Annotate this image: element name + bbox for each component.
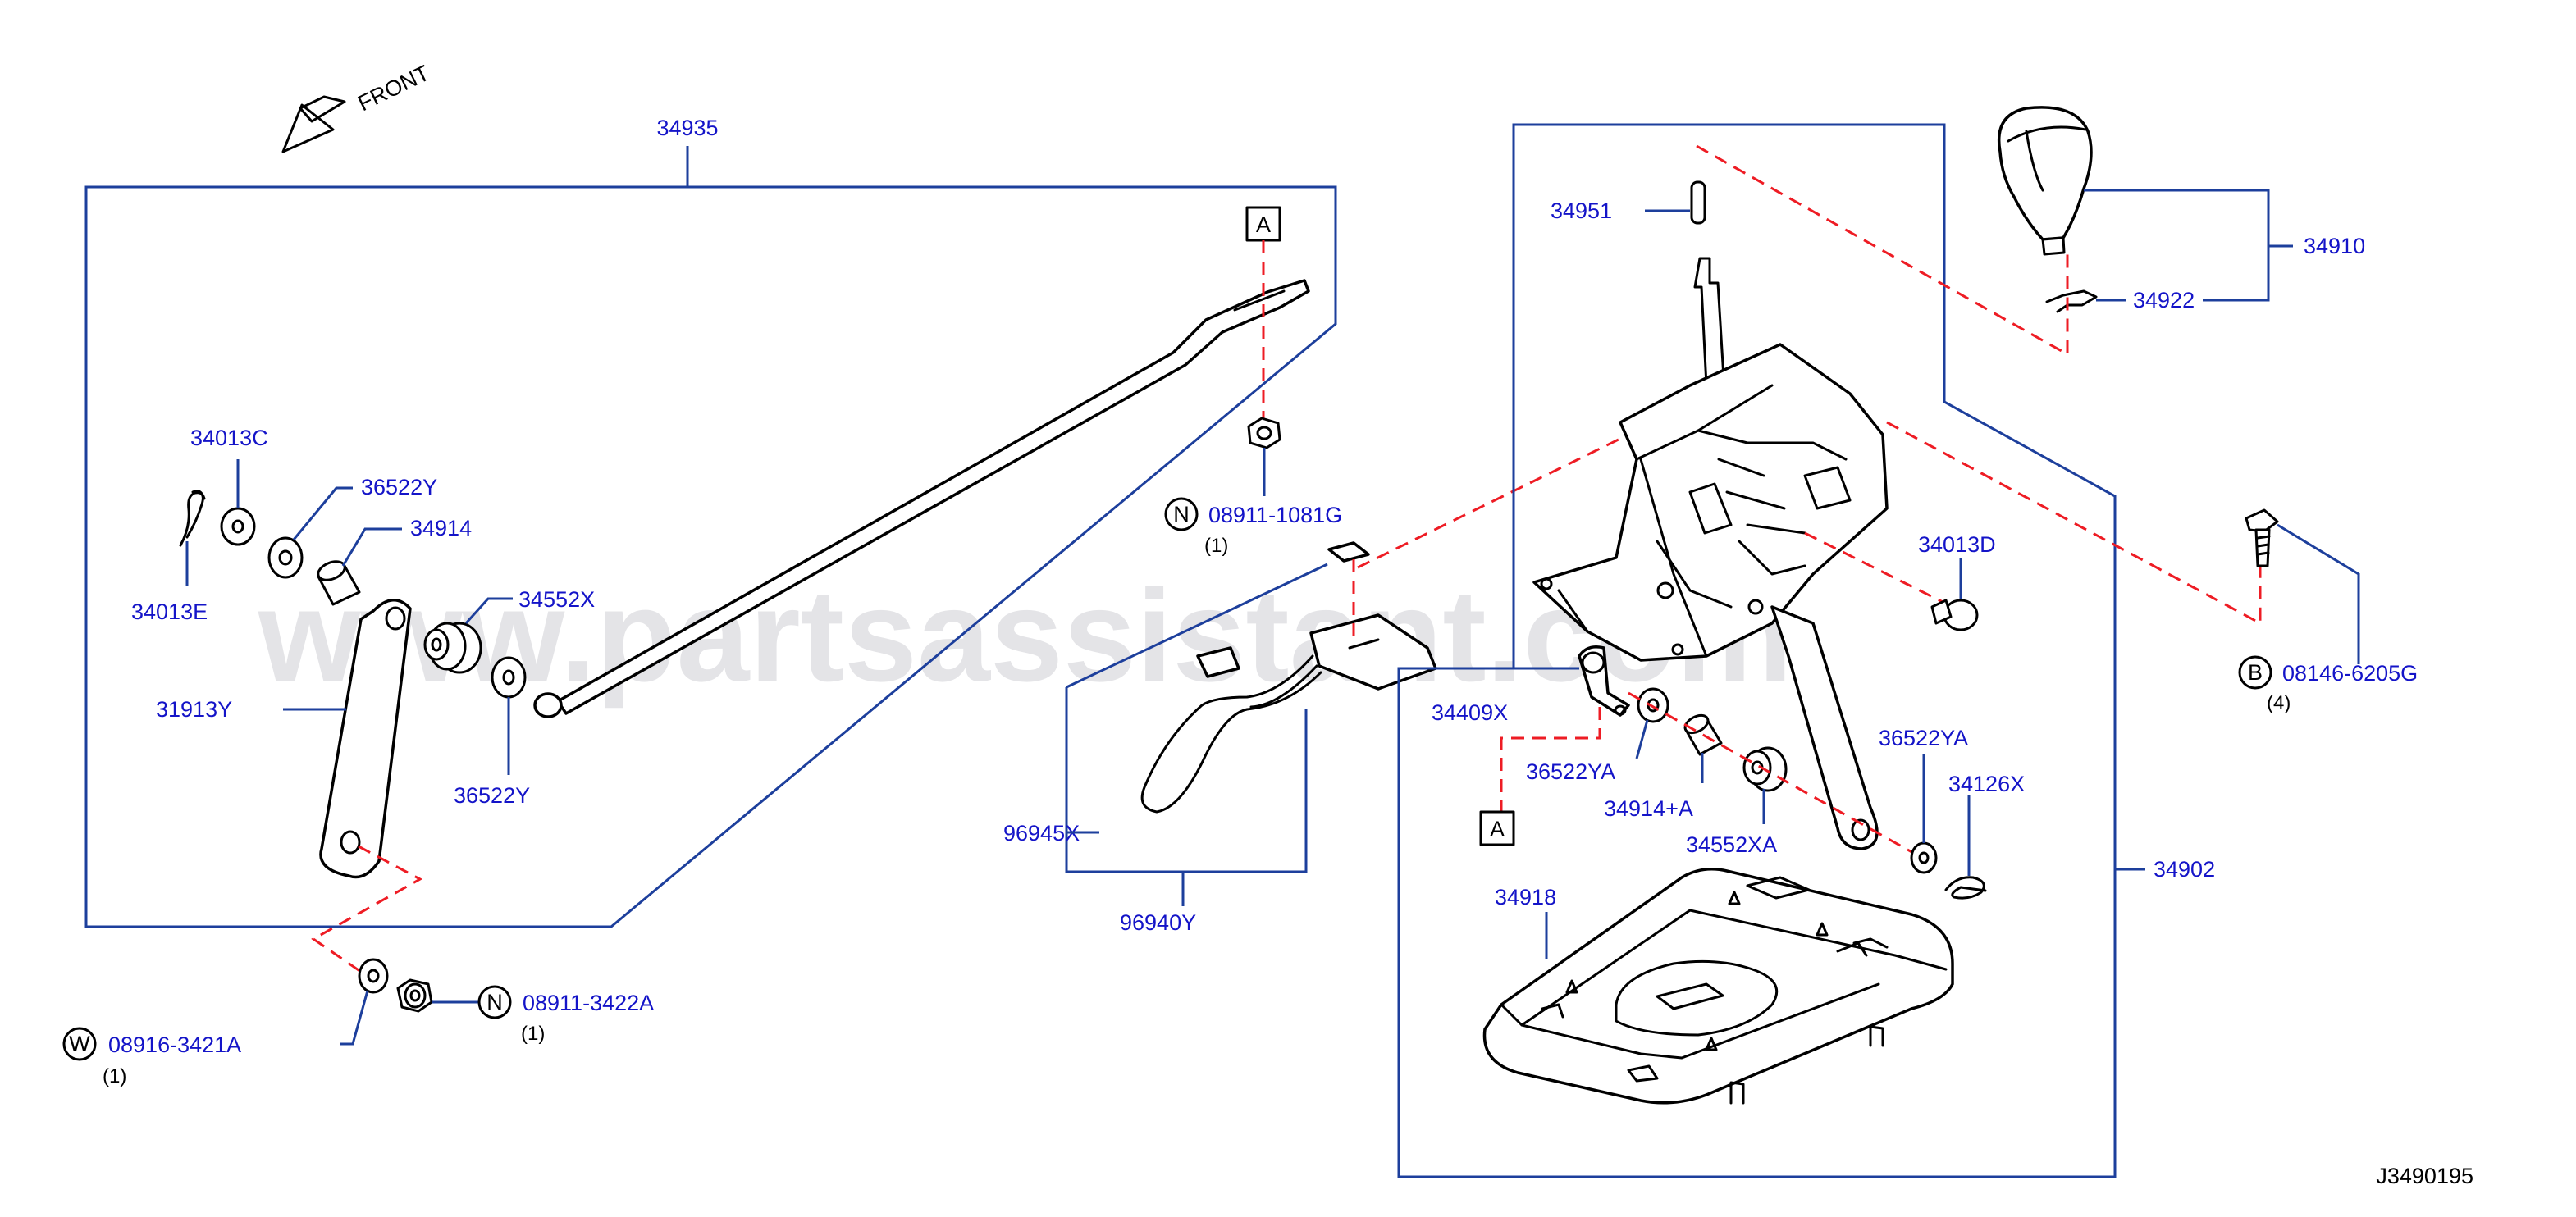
label-36522YA-b: 36522YA xyxy=(1879,726,1968,750)
dashed-link-grommet xyxy=(1804,531,1945,604)
label-34935: 34935 xyxy=(656,116,718,140)
qty-08911-3422A: (1) xyxy=(521,1023,545,1045)
label-34914: 34914 xyxy=(410,516,472,540)
label-08146-6205G: 08146-6205G xyxy=(2282,661,2418,686)
box-34935 xyxy=(84,146,1337,928)
dashed-link-bolt xyxy=(1886,421,2262,626)
prefix-circle-n1 xyxy=(1164,497,1199,531)
shift-knob-34910 xyxy=(1998,106,2093,256)
collar-34914A xyxy=(1683,713,1723,756)
label-34914A: 34914+A xyxy=(1604,796,1693,821)
bushing-34552XA xyxy=(1742,746,1788,792)
qty-08911-1081G: (1) xyxy=(1204,535,1228,557)
front-label: FRONT xyxy=(354,61,433,116)
bracket-34910 xyxy=(2084,189,2293,302)
label-34902: 34902 xyxy=(2154,857,2215,882)
bushing-34552X xyxy=(423,622,482,674)
label-34910: 34910 xyxy=(2304,234,2365,258)
dashed-link-bushings xyxy=(1628,691,1929,863)
bracket-34409X xyxy=(1578,645,1630,717)
dashed-link-lever xyxy=(311,845,423,973)
label-34013C: 34013C xyxy=(190,426,268,450)
label-08911-1081G: 08911-1081G xyxy=(1208,503,1342,527)
washer-36522Y-b xyxy=(491,656,527,699)
grommet-34013D xyxy=(1930,599,1979,631)
box-96940Y xyxy=(1065,563,1328,906)
label-34409X: 34409X xyxy=(1432,700,1508,725)
label-34552X: 34552X xyxy=(518,587,595,612)
leader-08146-6205G xyxy=(2277,523,2360,664)
leader-36522Y-a xyxy=(292,486,353,540)
label-34918: 34918 xyxy=(1495,885,1556,909)
label-36522Y-b: 36522Y xyxy=(454,783,530,808)
prefix-n1: N xyxy=(1173,502,1190,526)
label-34951: 34951 xyxy=(1551,198,1612,223)
qty-08916-3421A: (1) xyxy=(103,1065,126,1087)
box-34902 xyxy=(1397,123,2145,1178)
nut-08911-1081G xyxy=(1247,417,1281,449)
base-cover-34918 xyxy=(1482,868,1954,1105)
label-34013E: 34013E xyxy=(131,599,208,624)
leader-08916-3421A xyxy=(340,990,369,1046)
ref-marker-a-top: A xyxy=(1256,212,1271,237)
washer-36522YA-b xyxy=(1910,841,1938,874)
prefix-circle-b1 xyxy=(2238,655,2272,690)
dashed-link-pin-knob xyxy=(1696,144,2069,357)
reference-code: J3490195 xyxy=(2376,1164,2473,1188)
nut-08911-3422A xyxy=(396,978,433,1013)
clip-34126X xyxy=(1944,876,1987,900)
washer-08916-3421A xyxy=(358,958,389,994)
ref-marker-a-bottom-box xyxy=(1479,810,1515,846)
prefix-circle-w1 xyxy=(62,1027,97,1061)
label-34922: 34922 xyxy=(2133,288,2195,312)
bolt-08146-6205G xyxy=(2245,508,2279,567)
label-96940Y: 96940Y xyxy=(1120,910,1196,935)
label-34552XA: 34552XA xyxy=(1686,832,1777,857)
leader-34914 xyxy=(341,527,402,567)
prefix-b1: B xyxy=(2248,660,2263,685)
clip-34922 xyxy=(2045,289,2098,313)
lever-31913Y xyxy=(319,599,412,879)
label-08916-3421A: 08916-3421A xyxy=(108,1032,241,1057)
leader-36522YA-a xyxy=(1635,719,1649,759)
label-34013D: 34013D xyxy=(1918,532,1996,557)
shifter-assembly xyxy=(1532,257,1889,850)
pin-34951 xyxy=(1690,180,1706,225)
prefix-n2: N xyxy=(486,990,503,1014)
dashed-link-harness xyxy=(1352,433,1629,640)
clip-34013E xyxy=(179,490,206,547)
washer-36522YA-a xyxy=(1637,687,1669,723)
label-36522Y-a: 36522Y xyxy=(361,475,437,499)
ref-marker-a-bottom: A xyxy=(1490,817,1505,841)
label-31913Y: 31913Y xyxy=(156,697,232,722)
label-08911-3422A: 08911-3422A xyxy=(523,991,654,1015)
qty-08146-6205G: (4) xyxy=(2267,692,2291,714)
prefix-w1: W xyxy=(69,1032,90,1056)
leader-34552X xyxy=(464,597,513,625)
label-34126X: 34126X xyxy=(1948,772,2025,796)
washer-34013C xyxy=(220,507,256,546)
control-rod xyxy=(533,279,1310,718)
prefix-circle-n2 xyxy=(477,985,512,1019)
label-36522YA-a: 36522YA xyxy=(1526,759,1615,784)
washer-36522Y-a xyxy=(267,536,304,579)
front-direction-arrow-icon xyxy=(281,95,346,153)
